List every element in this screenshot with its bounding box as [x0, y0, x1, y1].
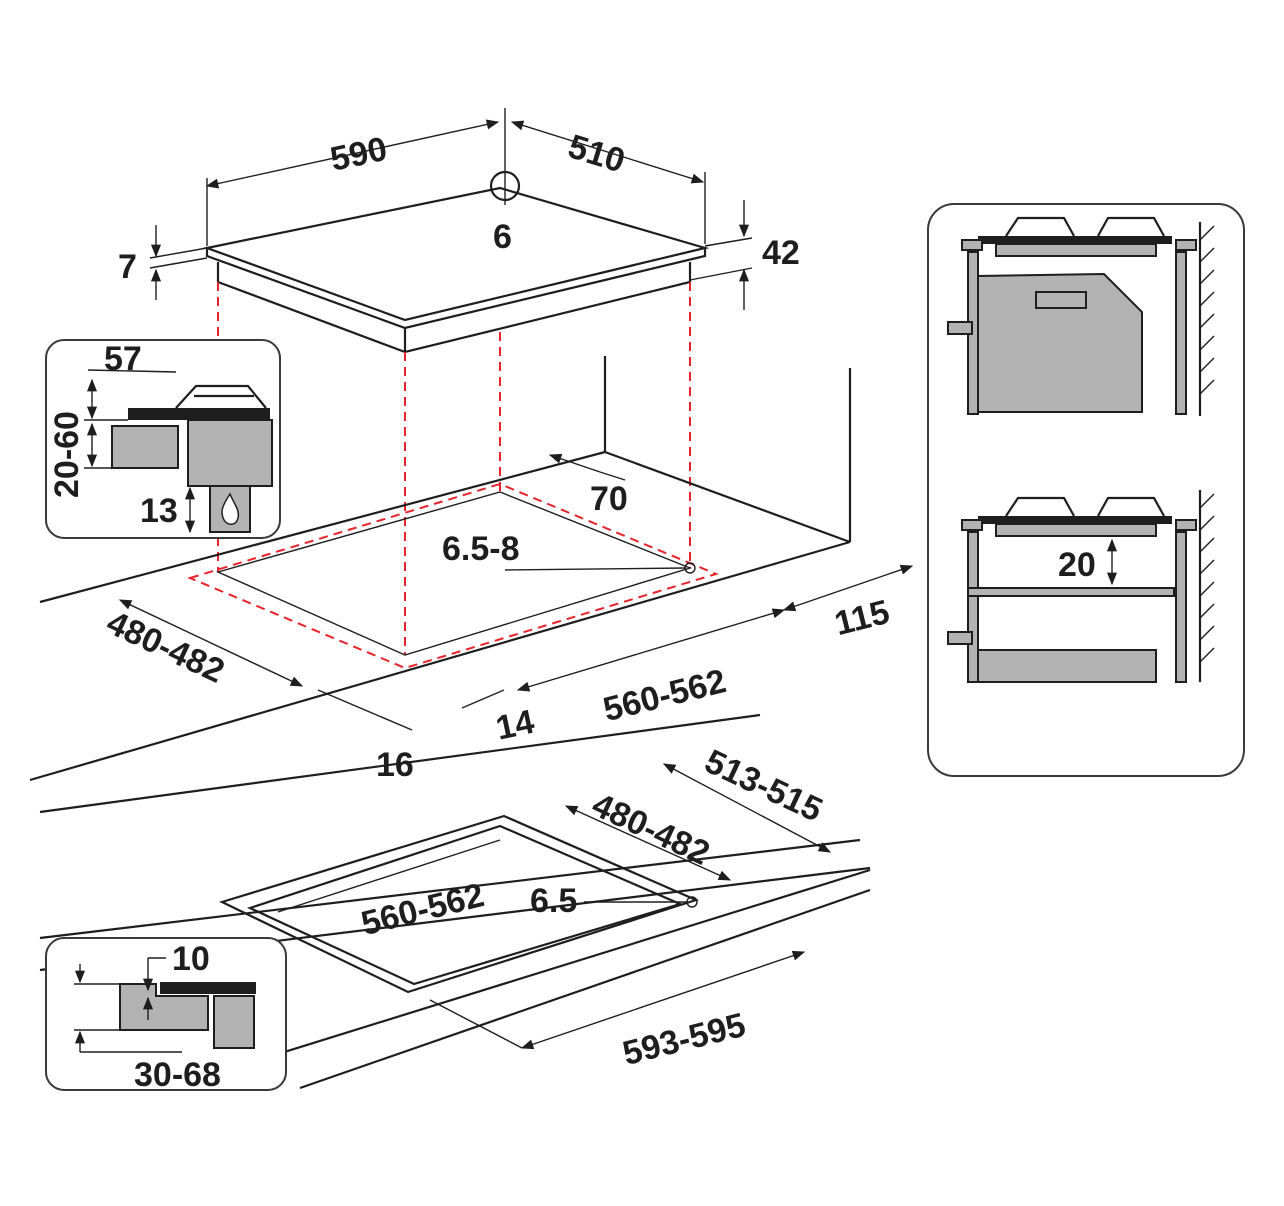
width-label: 590	[327, 130, 390, 179]
inset-cabinet-panel	[927, 203, 1245, 777]
cutout-depth-label: 480-482	[101, 604, 230, 691]
inset-cabinet-gap-label: 20	[1058, 546, 1096, 584]
flush-corner-label: 6.5	[530, 882, 577, 920]
inset-gas-panel	[45, 339, 281, 539]
inset-flush-step-label: 10	[172, 940, 210, 978]
glass-thickness-label: 7	[118, 248, 137, 286]
gas-flame-icon	[221, 492, 240, 525]
flush-dimensions	[277, 763, 832, 1050]
height-label: 42	[762, 234, 800, 272]
side-clearance-label: 115	[831, 593, 893, 643]
projection-guides	[217, 282, 691, 655]
inset-gas-top-label: 57	[104, 340, 142, 378]
inset-flush-panel	[45, 937, 287, 1091]
edge-distance-label: 16	[376, 746, 414, 784]
hob-product	[202, 108, 710, 354]
inset-flush-thickness-label: 30-68	[134, 1056, 221, 1094]
back-offset-label: 70	[590, 480, 628, 518]
top-dimensions	[149, 119, 753, 310]
inset-gas-bottom-label: 13	[140, 492, 178, 530]
corner-radius-label: 6.5-8	[442, 530, 520, 568]
cutout-dimensions	[118, 453, 914, 731]
front-gap-label: 14	[493, 703, 538, 748]
cutout-width-label: 560-562	[600, 662, 730, 729]
inner-width-label: 560-562	[358, 876, 488, 943]
hole-label: 6	[493, 218, 512, 256]
outer-width-label: 593-595	[619, 1006, 749, 1073]
inset-gas-height-label: 20-60	[48, 411, 86, 498]
depth-label: 510	[564, 127, 629, 180]
worktop	[29, 356, 852, 814]
